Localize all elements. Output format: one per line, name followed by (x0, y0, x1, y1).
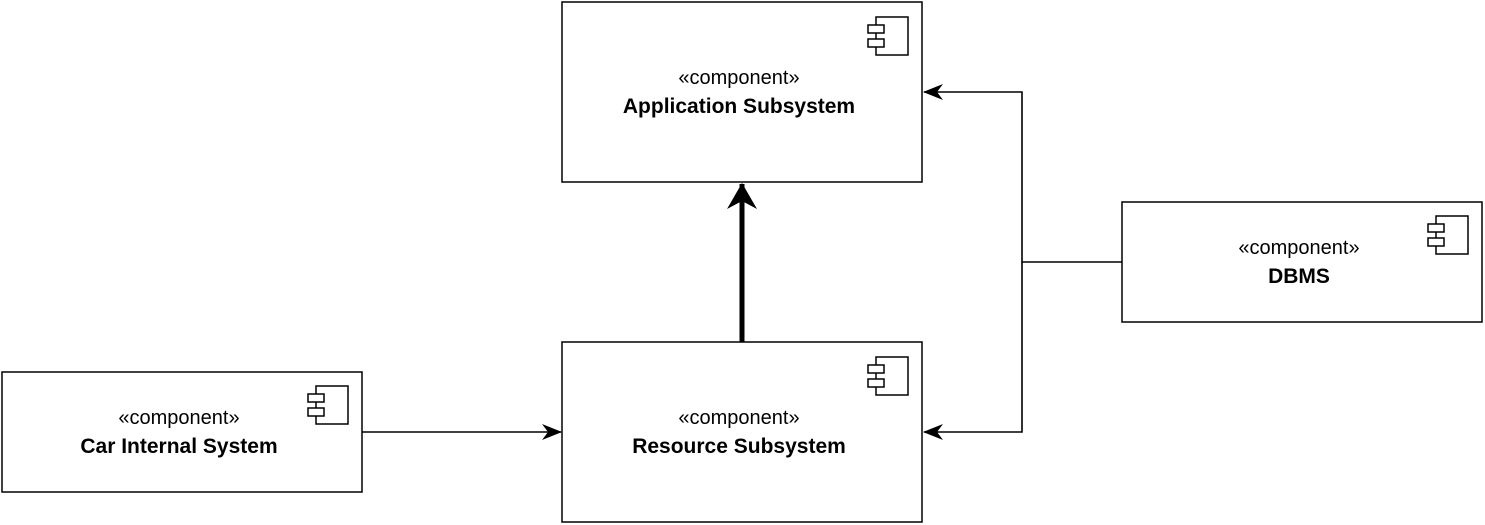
component-name: Car Internal System (80, 435, 277, 458)
component-icon (307, 385, 349, 425)
component-stereotype: «component» (678, 407, 799, 429)
component-name: DBMS (1268, 265, 1330, 288)
component-box (561, 1, 923, 183)
component-stereotype: «component» (118, 407, 239, 429)
component-car-internal-system[interactable]: «component» Car Internal System (1, 371, 363, 493)
connections (362, 84, 1122, 440)
component-box (561, 341, 923, 523)
component-dbms[interactable]: «component» DBMS (1121, 201, 1483, 323)
component-icon (867, 16, 909, 56)
component-box (1121, 201, 1483, 323)
component-icon (1427, 215, 1469, 255)
component-resource-subsystem[interactable]: «component» Resource Subsystem (561, 341, 923, 523)
component-application-subsystem[interactable]: «component» Application Subsystem (561, 1, 923, 183)
component-name: Resource Subsystem (632, 435, 846, 458)
edge-dbms-to-application[interactable] (923, 84, 1122, 263)
component-icon (867, 356, 909, 396)
component-stereotype: «component» (1238, 237, 1359, 259)
component-box (1, 371, 363, 493)
component-name: Application Subsystem (623, 95, 855, 118)
edge-dbms-to-resource[interactable] (923, 262, 1023, 440)
component-stereotype: «component» (678, 67, 799, 89)
